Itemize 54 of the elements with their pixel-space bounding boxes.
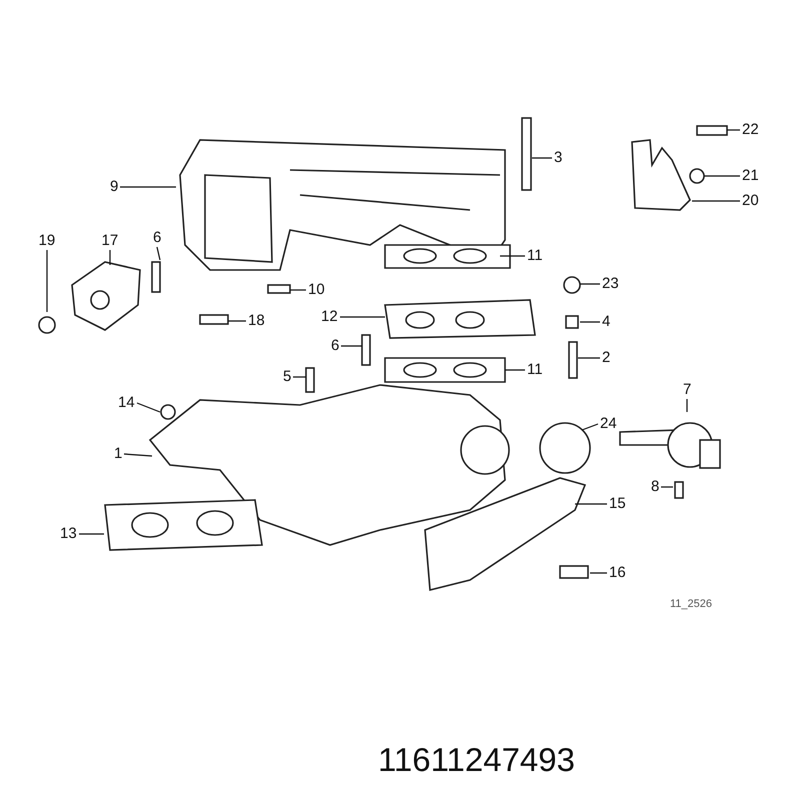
leader-line xyxy=(109,250,111,265)
callout-number: 2 xyxy=(602,350,610,366)
leader-line xyxy=(578,357,600,359)
leader-line xyxy=(692,200,740,202)
leader-line xyxy=(340,316,385,318)
callout-number: 15 xyxy=(609,496,626,512)
leader-line xyxy=(590,572,607,574)
leader-line xyxy=(661,486,673,488)
leader-line xyxy=(686,399,688,412)
callout-number: 1 xyxy=(114,446,122,462)
callout-number: 13 xyxy=(60,526,77,542)
leader-line xyxy=(582,423,598,431)
leader-line xyxy=(120,186,176,188)
callout-number: 19 xyxy=(38,233,56,249)
leader-line xyxy=(46,250,48,312)
callout-number: 3 xyxy=(554,150,562,166)
leader-line xyxy=(580,321,600,323)
callout-number: 12 xyxy=(321,309,338,325)
leader-line xyxy=(124,453,152,457)
callout-number: 23 xyxy=(602,276,619,292)
leader-line xyxy=(532,157,552,159)
callout-number: 6 xyxy=(331,338,340,354)
leader-line xyxy=(293,376,306,378)
callout-number: 10 xyxy=(308,282,325,298)
leader-line xyxy=(136,402,160,413)
leader-line xyxy=(79,533,104,535)
part-number: 11611247493 xyxy=(378,742,575,778)
callout-number: 11 xyxy=(527,248,543,264)
callout-number: 16 xyxy=(609,565,626,581)
callout-number: 18 xyxy=(248,313,265,329)
leader-line xyxy=(341,345,362,347)
callout-number: 4 xyxy=(602,314,610,330)
callout-number: 11 xyxy=(527,362,543,378)
leader-line xyxy=(505,369,525,371)
leader-line xyxy=(228,320,246,322)
callout-number: 21 xyxy=(742,168,759,184)
leader-line xyxy=(575,503,607,505)
callout-number: 8 xyxy=(651,479,660,495)
leader-line xyxy=(704,175,740,177)
leader-line xyxy=(727,129,740,131)
callout-number: 9 xyxy=(110,179,118,195)
callout-number: 17 xyxy=(102,233,118,249)
callout-number: 7 xyxy=(683,382,692,398)
leader-line xyxy=(500,255,525,257)
callout-number: 22 xyxy=(742,122,759,138)
leader-line xyxy=(290,289,306,291)
callout-number: 24 xyxy=(600,416,617,432)
callout-number: 6 xyxy=(153,230,162,246)
leader-line xyxy=(156,246,161,260)
callout-number: 14 xyxy=(118,395,135,411)
leader-line xyxy=(580,283,600,285)
drawing-number: 11_2526 xyxy=(670,598,712,610)
callout-number: 20 xyxy=(742,193,759,209)
callout-number: 5 xyxy=(283,369,292,385)
